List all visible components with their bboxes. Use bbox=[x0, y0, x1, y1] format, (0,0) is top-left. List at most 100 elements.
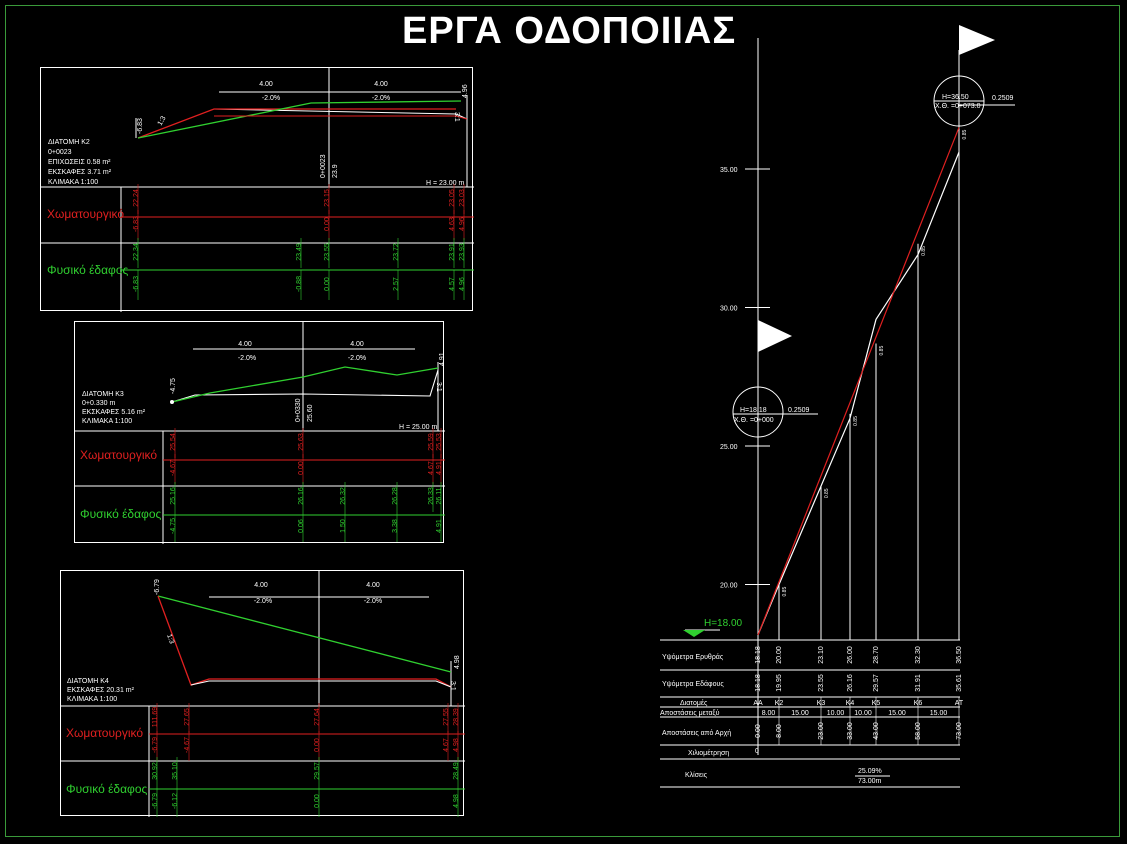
elevation-tick-label: 30.00 bbox=[720, 306, 738, 313]
row-earthworks-label: Χωματουργικό bbox=[80, 448, 157, 462]
design-offset: -6.79 bbox=[152, 737, 159, 753]
start-chainage: Χ.Θ. =0+000 bbox=[734, 417, 774, 424]
ground-elevation-value: 19.95 bbox=[776, 674, 783, 692]
design-elevation: 111.69 bbox=[152, 707, 159, 727]
datum: H = 23.00 m bbox=[426, 180, 464, 187]
drawing-frame bbox=[5, 5, 1120, 837]
info-line: ΚΛΙΜΑΚΑ 1:100 bbox=[48, 179, 98, 186]
design-elevation: 27.65 bbox=[184, 708, 191, 726]
ground-elevation-value: 26.16 bbox=[847, 674, 854, 692]
design-offset: 4.98 bbox=[453, 738, 460, 752]
slope-right: -2.0% bbox=[348, 355, 366, 362]
cumulative-distance-value: 8.00 bbox=[776, 724, 783, 738]
right-ratio: 3:1 bbox=[435, 382, 442, 392]
ground-offset: 1.50 bbox=[340, 519, 347, 533]
cross-section-k3-drawing: 4.00 4.00 -2.0% -2.0% -4.75 4.91 3:1 0+0… bbox=[75, 322, 446, 544]
design-elevation-value: 36.50 bbox=[956, 646, 963, 664]
left-edge: -4.75 bbox=[170, 378, 177, 394]
design-offset: -4.67 bbox=[184, 737, 191, 753]
design-offset: 4.91 bbox=[436, 461, 443, 475]
profile-row-labels: Υψόμετρα Ερυθράς Υψόμετρα Εδάφους Διατομ… bbox=[660, 653, 882, 785]
info-line: ΔΙΑΤΟΜΗ Κ3 bbox=[82, 391, 124, 398]
station-name: ΑΤ bbox=[955, 700, 964, 707]
slope-left: -2.0% bbox=[254, 598, 272, 605]
end-chainage: Χ.Θ. =0+073.0 bbox=[935, 103, 981, 110]
cross-section-k2-drawing: 4.00 4.00 -2.0% -2.0% 1:3 3:1 -6.83 4.96… bbox=[41, 68, 474, 312]
design-offset: -6.83 bbox=[133, 216, 140, 232]
cross-section-k3: 4.00 4.00 -2.0% -2.0% -4.75 4.91 3:1 0+0… bbox=[74, 321, 446, 544]
ground-elevation: 28.49 bbox=[453, 762, 460, 780]
partial-distance-value: 15.00 bbox=[930, 710, 948, 717]
design-offset: 0.00 bbox=[298, 461, 305, 475]
ground-elevation-value: 31.91 bbox=[915, 674, 922, 692]
k2-dimension-labels: 4.00 4.00 -2.0% -2.0% 1:3 3:1 -6.83 4.96… bbox=[137, 81, 469, 187]
cross-section-k4: 4.00 4.00 -2.0% -2.0% -6.79 4.98 1:3 3:1… bbox=[60, 570, 465, 817]
partial-distance-value: 10.00 bbox=[854, 710, 872, 717]
axis-label: 0+0330 bbox=[295, 398, 302, 422]
ground-elevation-value: 29.57 bbox=[873, 674, 880, 692]
design-elevation: 25.59 bbox=[428, 433, 435, 451]
row-label: Κλίσεις bbox=[685, 771, 708, 779]
design-elevation-value: 23.10 bbox=[818, 646, 825, 664]
right-edge: 4.96 bbox=[462, 84, 469, 98]
row-label: Υψόμετρα Εδάφους bbox=[662, 680, 724, 688]
ground-offset: 4.91 bbox=[436, 519, 443, 533]
design-elevation: 23.05 bbox=[449, 189, 456, 207]
datum: H = 25.00 m bbox=[399, 424, 437, 431]
info-line: ΔΙΑΤΟΜΗ Κ4 bbox=[67, 678, 109, 685]
design-offset: 0.00 bbox=[314, 738, 321, 752]
cumulative-distance-value: 58.00 bbox=[915, 722, 922, 740]
row-ground-label: Φυσικό έδαφος bbox=[80, 507, 161, 521]
grade-length: 73.00m bbox=[858, 778, 882, 785]
design-elevation-value: 20.00 bbox=[776, 646, 783, 664]
end-flag-icon bbox=[959, 25, 995, 55]
design-elevation-value: 26.00 bbox=[847, 646, 854, 664]
ground-offset: 0.00 bbox=[324, 277, 331, 291]
ground-offset: 4.57 bbox=[449, 277, 456, 291]
info-line: ΚΛΙΜΑΚΑ 1:100 bbox=[82, 418, 132, 425]
ground-elevation: 23.49 bbox=[296, 243, 303, 261]
segment-mark: 0.85 bbox=[824, 488, 830, 498]
width-left: 4.00 bbox=[238, 341, 252, 348]
design-elevation: 25.54 bbox=[170, 433, 177, 451]
ground-elevation: 23.72 bbox=[393, 243, 400, 261]
datum-label: H=18.00 bbox=[704, 618, 743, 629]
segment-mark: 0.85 bbox=[962, 129, 968, 139]
design-offset: 0.00 bbox=[324, 217, 331, 231]
ground-elevation-value: 35.61 bbox=[956, 674, 963, 692]
cumulative-distance-value: 33.00 bbox=[847, 722, 854, 740]
ground-elevation: 25.16 bbox=[170, 487, 177, 505]
ground-offset: 2.57 bbox=[393, 277, 400, 291]
width-right: 4.00 bbox=[374, 81, 388, 88]
design-elevation-value: 18.18 bbox=[755, 646, 762, 664]
design-elevation-value: 32.30 bbox=[915, 646, 922, 664]
cumulative-distance-value: 73.00 bbox=[956, 722, 963, 740]
profile-circle-labels: H=36.50 Χ.Θ. =0+073.0 0.2509 H=18.18 Χ.Θ… bbox=[734, 94, 1014, 424]
row-ground-label: Φυσικό έδαφος bbox=[47, 263, 128, 277]
ground-offset: 3.38 bbox=[392, 519, 399, 533]
ground-offset: 4.98 bbox=[453, 794, 460, 808]
right-edge: 4.98 bbox=[454, 655, 461, 669]
ground-offset: -6.79 bbox=[152, 793, 159, 809]
left-ratio: 1:3 bbox=[165, 633, 175, 645]
right-ratio: 3:1 bbox=[453, 112, 460, 122]
right-ratio: 3:1 bbox=[449, 681, 456, 691]
ground-elevation-value: 23.55 bbox=[818, 674, 825, 692]
ground-offset: 4.96 bbox=[459, 277, 466, 291]
right-edge: 4.91 bbox=[439, 352, 446, 366]
ground-elevation: 26.32 bbox=[340, 487, 347, 505]
design-line bbox=[757, 127, 960, 636]
width-right: 4.00 bbox=[366, 582, 380, 589]
ground-elevation: 29.57 bbox=[314, 762, 321, 780]
ground-elevation: 26.28 bbox=[392, 487, 399, 505]
k2-info: ΔΙΑΤΟΜΗ Κ2 0+0023 ΕΠΙΧΩΣΕΙΣ 0.58 m² ΕΚΣΚ… bbox=[48, 139, 112, 186]
design-elevation: 27.55 bbox=[443, 708, 450, 726]
segment-mark: 0.85 bbox=[782, 587, 788, 597]
km-label: 0 bbox=[755, 748, 759, 755]
axis-label: 0+0023 bbox=[320, 154, 327, 178]
ground-elevation: 23.93 bbox=[459, 243, 466, 261]
ground-elevation: 35.10 bbox=[172, 762, 179, 780]
info-line: 0+0.330 m bbox=[82, 400, 115, 407]
partial-distance-value: 15.00 bbox=[888, 710, 906, 717]
